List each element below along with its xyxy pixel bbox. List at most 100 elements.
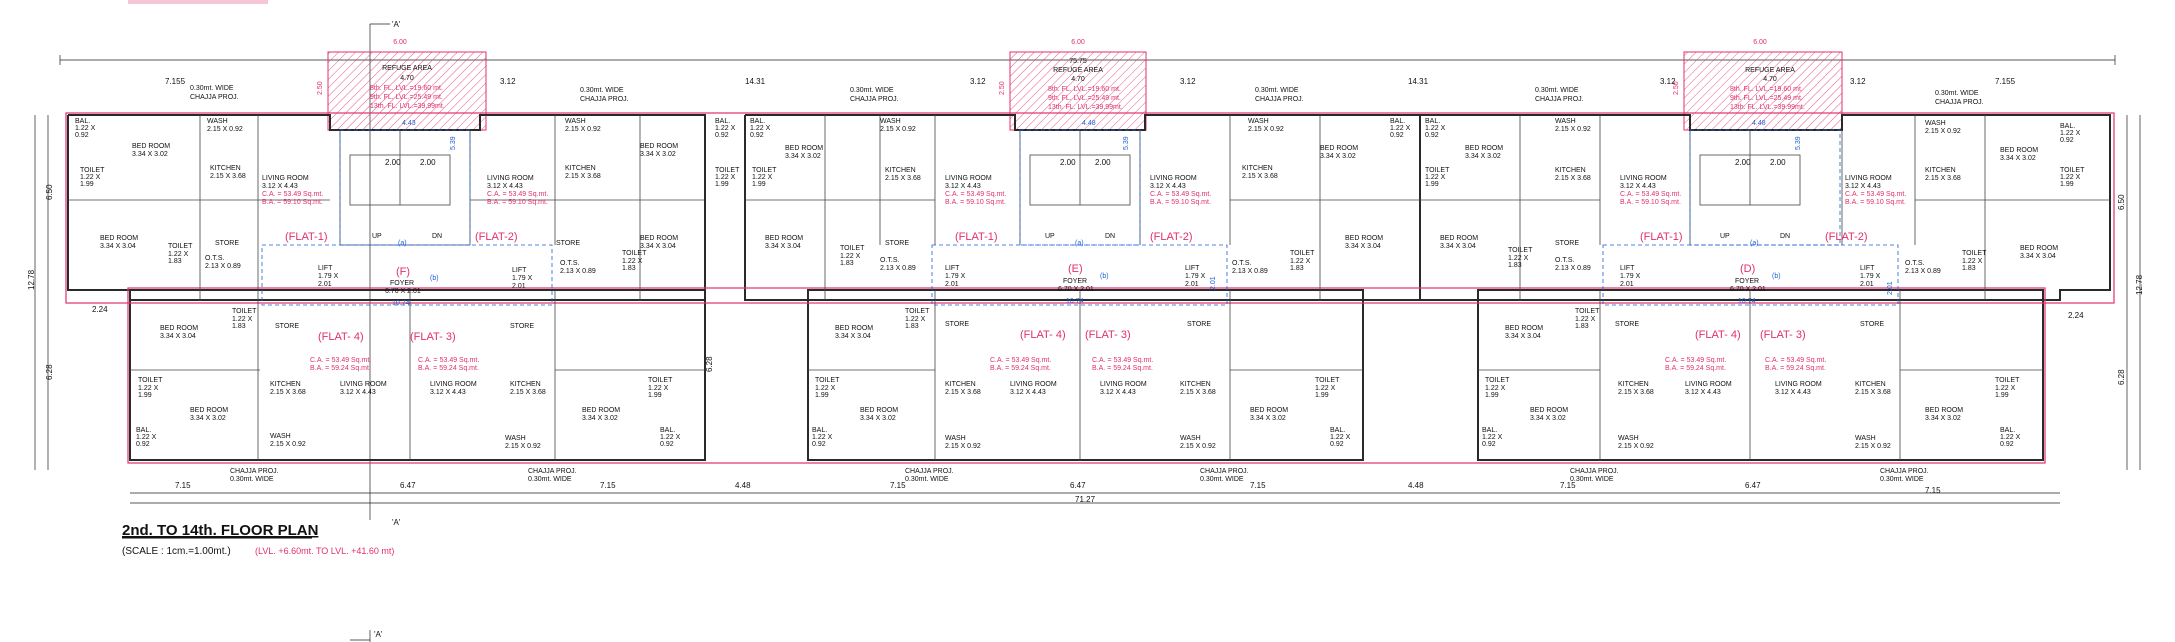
d-stair-200-a: 2.00 [1735, 158, 1751, 167]
f-stair-200-b: 2.00 [420, 158, 436, 167]
e-stair-200-a: 2.00 [1060, 158, 1076, 167]
e-toilet-5-size-a: 1.22 X [905, 316, 926, 323]
f-kitchen-3-size: 2.15 X 3.68 [270, 389, 306, 396]
e-lift-2-size-a: 1.79 X [1185, 273, 1206, 280]
dim-top-7155-right: 7.155 [1995, 77, 2016, 86]
e-bal-4: BAL. [812, 427, 827, 434]
e-wash-3: WASH [945, 435, 966, 442]
e-lift-2: LIFT [1185, 265, 1200, 272]
d-kitchen-2: KITCHEN [1925, 167, 1956, 174]
f-bedroom-2: BED ROOM [100, 235, 138, 242]
dim-left-628: 6.28 [45, 364, 54, 380]
f-flat2-carpet-area: C.A. = 53.49 Sq.mt. [487, 191, 548, 198]
chajja-top-2b: CHAJJA PROJ. [580, 96, 629, 103]
e-toilet-2-size-a: 1.22 X [752, 174, 773, 181]
f-bal-2: BAL. [136, 427, 151, 434]
f-bedroom-5-size: 3.34 X 3.04 [160, 333, 196, 340]
dim-top-7155-left: 7.155 [165, 77, 186, 86]
bottom-dimensions: 7.15 6.47 7.15 4.48 7.15 6.47 7.15 4.48 … [175, 481, 1941, 504]
dim-bot-448-1: 4.48 [735, 481, 751, 490]
e-foyer-tag-b: (b) [1100, 273, 1109, 280]
dim-mid-628: 6.28 [705, 356, 714, 372]
d-bedroom-1-size: 3.34 X 3.02 [1465, 153, 1501, 160]
f-toilet-2-size-a: 1.22 X [168, 251, 189, 258]
refuge-area-3: 6.00 REFUGE AREA 4.70 8th. FL. LVL.=19.6… [1673, 39, 1843, 131]
e-kitchen-1: KITCHEN [885, 167, 916, 174]
d-toilet-7-size-b: 1.99 [1995, 392, 2009, 399]
e-bal-2-size-b: 0.92 [750, 132, 764, 139]
refuge-1-height: 2.50 [317, 81, 324, 95]
e-store-2: STORE [945, 321, 969, 328]
d-foyer-tag-b: (b) [1772, 273, 1781, 280]
e-bal-1-size-a: 1.22 X [715, 125, 736, 132]
e-kitchen-4-size: 2.15 X 3.68 [1180, 389, 1216, 396]
refuge-2-level-3: 13th. FL. LVL.=39.99mt. [1048, 104, 1123, 111]
refuge-3-total-width: 6.00 [1753, 39, 1767, 46]
d-stair-down: DN [1780, 233, 1790, 240]
e-store-3: STORE [1187, 321, 1211, 328]
f-lift-2-size-a: 1.79 X [512, 275, 533, 282]
d-toilet-6-size-b: 1.99 [1485, 392, 1499, 399]
wing-f-labels: BAL. 1.22 X 0.92 BED ROOM 3.34 X 3.02 WA… [75, 118, 681, 483]
d-wash-1-size: 2.15 X 0.92 [1555, 126, 1591, 133]
d-toilet-4-size-b: 1.99 [2060, 181, 2074, 188]
d-toilet-1-size-a: 1.22 X [1425, 174, 1446, 181]
e-stair-539: 5.39 [1123, 136, 1130, 150]
e-wash-4-size: 2.15 X 0.92 [1180, 443, 1216, 450]
e-bal-1-size-b: 0.92 [715, 132, 729, 139]
d-ots-2-size: 2.13 X 0.89 [1905, 268, 1941, 275]
d-chajja-bot-1a: CHAJJA PROJ. [1570, 468, 1619, 475]
d-toilet-2-size-b: 1.83 [1508, 262, 1522, 269]
refuge-3-label: REFUGE AREA [1745, 67, 1795, 74]
e-kitchen-2: KITCHEN [1242, 165, 1273, 172]
refuge-2-mid-width: 75.75 [1069, 58, 1087, 65]
e-kitchen-3: KITCHEN [945, 381, 976, 388]
section-marker-bottom: 'A' [350, 630, 383, 642]
dim-left-224: 2.24 [92, 305, 108, 314]
e-living-4: LIVING ROOM [1100, 381, 1147, 388]
chajja-top-3a: 0.30mt. WIDE [850, 87, 894, 94]
e-flat2-carpet-area: C.A. = 53.49 Sq.mt. [1150, 191, 1211, 198]
d-wash-4-size: 2.15 X 0.92 [1855, 443, 1891, 450]
e-toilet-1-size-a: 1.22 X [715, 174, 736, 181]
f-toilet-3-size-a: 1.22 X [622, 258, 643, 265]
f-living-1: LIVING ROOM [262, 175, 309, 182]
f-wash-1-size: 2.15 X 0.92 [207, 126, 243, 133]
d-ots-2: O.T.S. [1905, 260, 1925, 267]
d-bedroom-7: BED ROOM [1925, 407, 1963, 414]
f-flat4-built-area: B.A. = 59.24 Sq.mt. [310, 365, 371, 372]
chajja-top-1b: CHAJJA PROJ. [190, 94, 239, 101]
e-toilet-3-size-b: 1.83 [840, 260, 854, 267]
d-ots-1: O.T.S. [1555, 257, 1575, 264]
e-living-3-size: 3.12 X 4.43 [1010, 389, 1046, 396]
e-bal-5: BAL. [1330, 427, 1345, 434]
d-stair-up: UP [1720, 233, 1730, 240]
e-lift-1-size-b: 2.01 [945, 281, 959, 288]
d-stair-539: 5.39 [1795, 136, 1802, 150]
chajja-top-4a: 0.30mt. WIDE [1255, 87, 1299, 94]
e-bedroom-2-size: 3.34 X 3.04 [765, 243, 801, 250]
wing-d-label: (D) [1740, 263, 1755, 275]
e-bedroom-5: BED ROOM [835, 325, 873, 332]
e-flat3-built-area: B.A. = 59.24 Sq.mt. [1092, 365, 1153, 372]
chajja-top-2a: 0.30mt. WIDE [580, 87, 624, 94]
refuge-1-width: 4.70 [400, 75, 414, 82]
f-toilet-2-size-b: 1.83 [168, 258, 182, 265]
f-toilet-5-size-a: 1.22 X [138, 385, 159, 392]
d-bedroom-2: BED ROOM [1440, 235, 1478, 242]
f-ots-1: O.T.S. [205, 255, 225, 262]
f-living-2-size: 3.12 X 4.43 [487, 183, 523, 190]
f-chajja-bot-2b: 0.30mt. WIDE [528, 476, 572, 483]
d-lift-2-size-a: 1.79 X [1860, 273, 1881, 280]
d-bal-1-size-b: 0.92 [1425, 132, 1439, 139]
f-bedroom-1: BED ROOM [132, 143, 170, 150]
dim-bot-715-5: 7.15 [1560, 481, 1576, 490]
f-flat1-carpet-area: C.A. = 53.49 Sq.mt. [262, 191, 323, 198]
e-lift-1: LIFT [945, 265, 960, 272]
d-toilet-6: TOILET [1485, 377, 1510, 384]
d-bedroom-2-size: 3.34 X 3.04 [1440, 243, 1476, 250]
refuge-1-level-1: 8th. FL. LVL.=19.60 mt. [370, 85, 443, 92]
f-wash-2: WASH [565, 118, 586, 125]
d-bedroom-1: BED ROOM [1465, 145, 1503, 152]
e-stair-up: UP [1045, 233, 1055, 240]
